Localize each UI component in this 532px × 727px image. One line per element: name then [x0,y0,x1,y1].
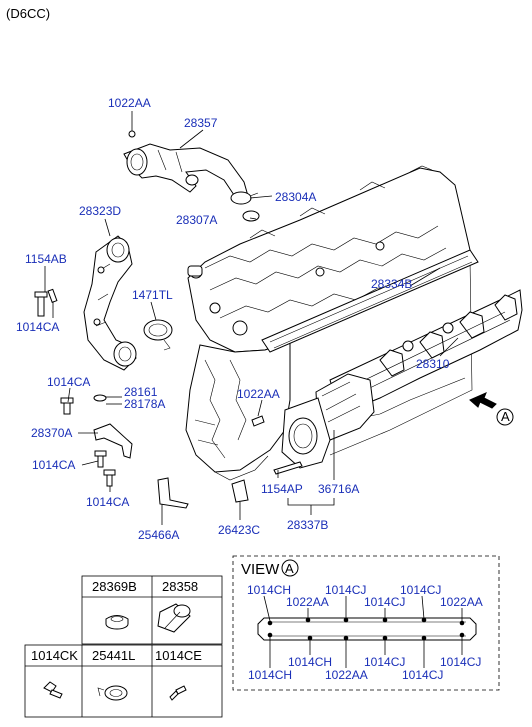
filler-cap [187,265,203,277]
view-label-top-0: 1014CH [247,583,291,597]
view-label-top-2: 1014CJ [325,583,366,597]
callout-1022AA-mid: 1022AA [237,387,280,401]
band-clamp [143,319,173,351]
o-ring [242,210,260,222]
hose-clamp [230,191,252,205]
stud [273,461,303,475]
view-label-bottom-3: 1014CJ [364,655,405,669]
sleeve-illustration [157,603,191,633]
callout-28323D: 28323D [79,204,121,218]
washer [93,394,107,402]
view-label-top-1: 1022AA [286,595,329,609]
view-arrow-marker: A [501,409,510,424]
callout-1154AB: 1154AB [25,252,67,266]
leader-lines [44,111,459,525]
view-label-bottom-5: 1014CJ [440,655,481,669]
view-label-bottom-0: 1014CH [248,668,292,682]
table-cell-1014CK: 1014CK [31,648,78,663]
view-marker: A [285,561,294,576]
callout-28178A: 28178A [124,397,165,411]
bolt-1014CE-illustration [169,685,187,701]
bolt-1022AA [251,415,265,427]
table-cell-28369B: 28369B [92,579,137,594]
table-cell-25441L: 25441L [92,648,135,663]
callout-36716A: 36716A [318,482,359,496]
bracket-25466A [157,477,189,509]
view-label-top-3: 1014CJ [364,595,405,609]
air-duct-pipe [83,235,137,371]
callout-28334B: 28334B [371,277,412,291]
callout-28337B: 28337B [287,518,328,532]
view-label-bottom-1: 1014CH [288,655,332,669]
clamp-25441L-illustration [97,685,128,701]
bolt-1014CA-c [94,450,107,468]
engine-code: (D6CC) [6,6,50,21]
callout-28357: 28357 [184,116,218,130]
view-arrow: A [469,392,514,426]
callout-28370A: 28370A [31,426,72,440]
table-cell-28358: 28358 [162,579,198,594]
table-cell-1014CE: 1014CE [155,648,202,663]
callout-labels: 1022AA 28357 28304A 28307A 28323D 1154AB… [16,96,450,542]
plug-illustration [105,615,129,630]
callout-1154AP: 1154AP [261,482,303,496]
view-label-bottom-2: 1022AA [325,668,368,682]
bolt-1014CA-a [47,288,58,303]
callout-1014CA-2: 1014CA [47,375,90,389]
callout-1014CA-3: 1014CA [32,458,75,472]
callout-26423C: 26423C [218,523,260,537]
callout-1022AA-top: 1022AA [108,96,151,110]
bracket-26423C [231,479,249,503]
throttle-elbow [281,373,375,469]
callout-1014CA-4: 1014CA [86,495,129,509]
view-label-top-5: 1022AA [440,595,483,609]
callout-1014CA-1: 1014CA [16,320,59,334]
callout-25466A: 25466A [138,528,179,542]
callout-1471TL: 1471TL [132,288,173,302]
bolt-1014CK-illustration [43,681,63,699]
callout-28307A: 28307A [176,213,217,227]
view-a-detail: VIEW A 1014CH 1022AA 1014CJ 1014CJ [232,555,500,691]
view-label-bottom-4: 1014CJ [402,668,443,682]
callout-28310: 28310 [416,357,450,371]
parts-table: 28369B 28358 1014CK 25441L 1014CE [24,575,223,718]
callout-28161: 28161 [124,385,158,399]
bolt-1014CA-b [60,397,74,415]
bracket [93,423,133,459]
view-label-top-4: 1014CJ [400,583,441,597]
view-title: VIEW [241,561,280,578]
intake-pipe [123,130,249,199]
callout-28304A: 28304A [275,190,316,204]
bolt-1154AB [34,291,48,317]
bolt-1014CA-d [103,469,116,487]
engine-block [185,165,473,481]
